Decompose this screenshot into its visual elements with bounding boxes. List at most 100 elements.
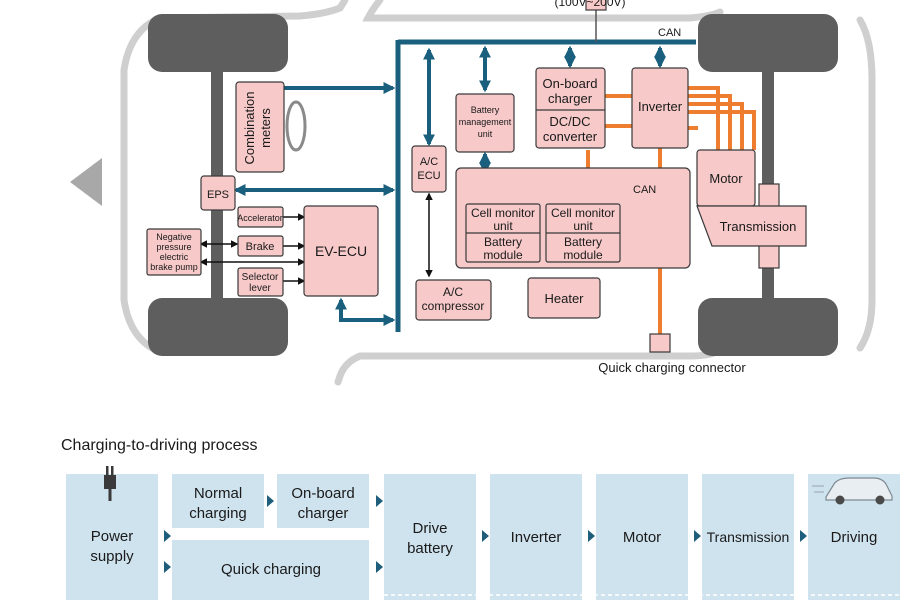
svg-text:Motor: Motor [709,171,743,186]
signal-lines [199,8,597,285]
ev-ecu-box: EV-ECU [303,205,379,297]
normal-charging-port [585,0,607,11]
battery-module-1-label: Battery [484,235,522,249]
inverter-box: Inverter [631,67,689,149]
svg-text:Quick charging: Quick charging [221,561,321,578]
car-body-outline [120,0,876,386]
ac-ecu-box: A/C ECU [411,145,447,193]
svg-text:Inverter: Inverter [511,529,562,546]
voltage-label: (100V~200V) [554,0,625,9]
flow-arrow-icon [588,530,595,542]
accelerator-box: Accelerator [237,206,284,228]
svg-text:Transmission: Transmission [720,219,797,234]
svg-text:unit: unit [573,219,593,233]
svg-text:Inverter: Inverter [638,99,683,114]
svg-text:Power: Power [91,528,134,545]
svg-text:Accelerator: Accelerator [237,213,283,223]
step-quick-charging [172,540,369,600]
flow-arrow-icon [164,561,171,573]
flow-arrow-icon [376,561,383,573]
process-title: Charging-to-driving process [61,437,258,454]
svg-text:Battery: Battery [471,105,500,115]
svg-text:unit: unit [493,219,513,233]
flow-arrow-icon [694,530,701,542]
step-transmission [702,474,794,600]
step-power-supply [66,474,158,600]
step-inverter [490,474,582,600]
svg-text:charging: charging [189,505,247,522]
can-label-inner: CAN [633,184,656,196]
svg-text:converter: converter [543,129,598,144]
flow-arrow-icon [267,495,274,507]
battery-module-2-label: Battery [564,235,602,249]
wheel-rear-left [698,14,838,72]
flow-arrow-icon [376,495,383,507]
svg-text:On-board: On-board [291,485,354,502]
svg-text:compressor: compressor [422,299,485,313]
step-motor [596,474,688,600]
svg-text:pressure: pressure [156,242,191,252]
flow-arrow-icon [164,530,171,542]
dc-dc-converter-label: DC/DC [549,114,590,129]
brake-box: Brake [237,235,284,257]
svg-text:Normal: Normal [194,485,242,502]
step-drive-battery [384,474,476,600]
flow-arrow-icon [482,530,489,542]
svg-text:Heater: Heater [544,291,584,306]
battery-management-unit-box: Battery management unit [455,93,515,153]
transmission-box: Transmission [696,183,807,269]
svg-text:Driving: Driving [831,529,878,546]
svg-text:A/C: A/C [420,156,438,168]
wheel-front-right [148,298,288,356]
quick-charging-connector [649,333,671,353]
svg-text:unit: unit [478,129,493,139]
svg-text:charger: charger [298,505,349,522]
cell-monitor-unit-1-label: Cell monitor [471,206,535,220]
svg-text:electric: electric [160,252,189,262]
svg-text:module: module [483,248,523,262]
svg-text:brake pump: brake pump [150,262,198,272]
svg-text:Selector: Selector [242,272,279,283]
can-label-top: CAN [658,27,681,39]
step-normal-charging [172,474,264,528]
svg-text:Transmission: Transmission [707,529,790,545]
svg-text:EV-ECU: EV-ECU [315,243,367,259]
eps-box: EPS [200,175,236,211]
svg-text:meters: meters [258,108,273,148]
svg-text:charger: charger [548,91,593,106]
car-icon [812,477,893,505]
cell-monitor-unit-2-label: Cell monitor [551,206,615,220]
svg-text:battery: battery [407,540,453,557]
svg-text:management: management [459,117,512,127]
heater-box: Heater [527,277,601,319]
svg-text:Drive: Drive [412,520,447,537]
power-wiring [586,86,756,334]
svg-text:supply: supply [90,548,134,565]
svg-text:Motor: Motor [623,529,661,546]
step-on-board-charger [277,474,369,528]
ac-compressor-box: A/C compressor [415,279,492,321]
wheel-rear-right [698,298,838,356]
svg-text:EPS: EPS [207,189,229,201]
front-direction-arrow-icon [70,158,102,206]
drive-battery-pack: CAN Cell monitor unit Battery module Cel… [455,167,691,269]
svg-text:Brake: Brake [246,241,275,253]
svg-text:Combination: Combination [242,92,257,165]
wheel-front-left [148,14,288,72]
motor-box: Motor [696,149,756,207]
svg-text:ECU: ECU [417,170,440,182]
process-flow: Power supply Normal charging On-board ch… [66,466,900,600]
svg-text:lever: lever [249,283,271,294]
quick-charging-connector-label: Quick charging connector [598,360,746,375]
svg-text:module: module [563,248,603,262]
svg-text:A/C: A/C [443,285,463,299]
combination-meters-box: Combination meters [235,81,285,173]
flow-arrow-icon [800,530,807,542]
brake-pump-box: Negative pressure electric brake pump [146,228,202,276]
on-board-charger-label: On-board [543,76,598,91]
steering-wheel-icon [285,100,307,152]
plug-icon [104,475,116,489]
on-board-charger-dcdc-box: On-board charger DC/DC converter [535,67,606,149]
selector-lever-box: Selector lever [237,267,284,297]
